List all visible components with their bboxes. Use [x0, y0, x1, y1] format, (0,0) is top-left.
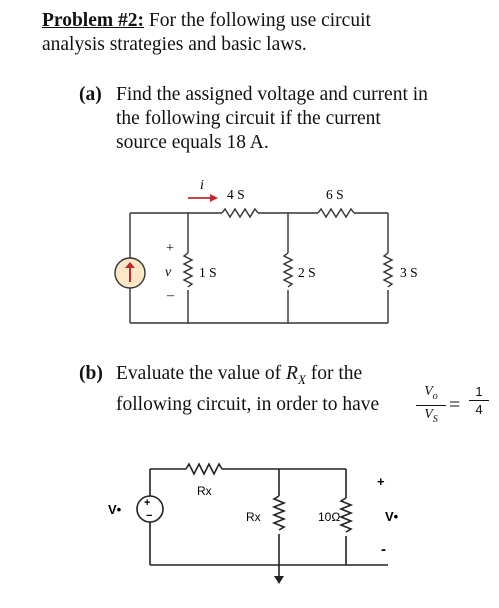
- resistor-rx-shunt-symbol: [271, 495, 287, 531]
- label-1s: 1 S: [199, 265, 217, 280]
- resistor-3s-symbol: [382, 252, 394, 288]
- output-plus: +: [377, 474, 385, 489]
- fraction-numerator: Vo: [424, 384, 438, 402]
- label-4s: 4 S: [227, 187, 245, 202]
- output-minus: -: [381, 541, 386, 558]
- part-a-line3: source equals 18 A.: [116, 132, 269, 153]
- ratio-fraction: Vo VS: [416, 384, 446, 427]
- voltage-label-v: v: [165, 265, 172, 280]
- ground-arrow-icon: [274, 576, 284, 584]
- resistor-4s-symbol: [221, 207, 259, 219]
- svg-text:+: +: [144, 497, 150, 509]
- part-b-line2: following circuit, in order to have: [116, 394, 380, 415]
- part-a-text: Find the assigned voltage and current in…: [116, 83, 496, 155]
- current-label-i: i: [200, 178, 204, 193]
- problem-intro-line2: analysis strategies and basic laws.: [42, 34, 307, 55]
- rx-symbol: RX: [286, 363, 306, 387]
- part-b-label: (b): [79, 363, 103, 384]
- label-rx-shunt: Rx: [246, 510, 261, 524]
- part-b-line1-pre: Evaluate the value of: [116, 363, 287, 384]
- problem-intro-line1: For the following use circuit: [144, 10, 371, 31]
- part-a-label: (a): [79, 84, 102, 105]
- resistor-rx-series-symbol: [185, 462, 223, 476]
- part-b-line1-post: for the: [305, 363, 363, 384]
- resistor-2s-symbol: [282, 252, 294, 288]
- fraction-denominator: VS: [424, 406, 438, 425]
- resistor-6s-symbol: [317, 207, 355, 219]
- part-a-line1: Find the assigned voltage and current in: [116, 84, 428, 105]
- label-10ohm: 10Ω: [318, 510, 340, 524]
- voltage-minus: –: [166, 288, 175, 303]
- label-6s: 6 S: [326, 187, 344, 202]
- voltage-plus: +: [166, 241, 174, 256]
- rhs-fraction: 1 4: [469, 384, 489, 417]
- problem-intro: Problem #2: For the following use circui…: [42, 9, 492, 57]
- label-rx-series: Rx: [197, 484, 212, 498]
- label-2s: 2 S: [298, 265, 316, 280]
- fraction-equals: =: [449, 394, 461, 416]
- part-a-line2: the following circuit if the current: [116, 108, 381, 129]
- problem-heading: Problem #2:: [42, 10, 144, 31]
- svg-text:−: −: [146, 510, 152, 522]
- part-b-line1: Evaluate the value of RX for the: [116, 362, 362, 392]
- source-label-vs: V•: [108, 502, 122, 517]
- label-3s: 3 S: [400, 265, 418, 280]
- voltage-source-icon: [136, 495, 164, 523]
- rhs-denominator: 4: [475, 402, 483, 417]
- resistor-1s-symbol: [182, 252, 194, 288]
- output-label-vo: V•: [385, 509, 399, 524]
- resistor-10ohm-symbol: [338, 497, 354, 533]
- rhs-numerator: 1: [475, 384, 483, 399]
